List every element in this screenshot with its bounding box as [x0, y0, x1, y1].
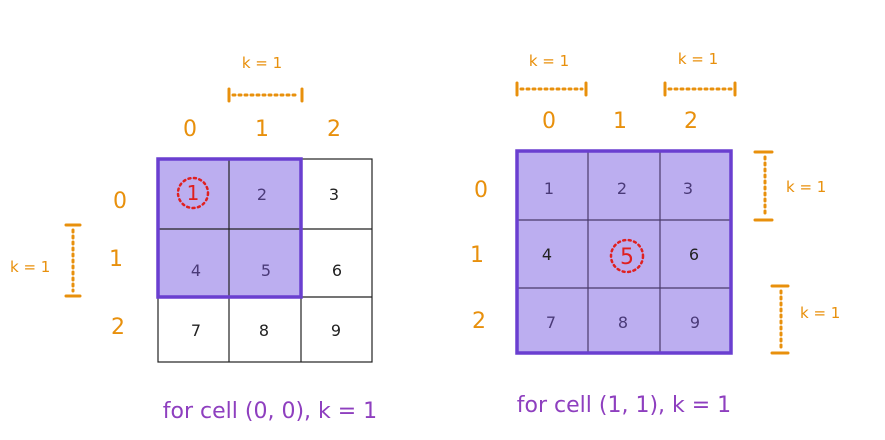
- right-neighborhood-fill: [517, 151, 731, 353]
- left-neighborhood-border: [156, 157, 303, 299]
- left-row-index-0: 0: [113, 189, 127, 214]
- right-center-marker: [609, 238, 645, 274]
- right-cell-2: 2: [617, 179, 627, 198]
- left-cell-2: 2: [257, 185, 267, 204]
- left-col-index-2: 2: [327, 117, 341, 142]
- left-top-k-bracket: [227, 87, 304, 103]
- right-side-upper-k-label: k = 1: [786, 178, 826, 196]
- right-cell-3: 3: [683, 179, 693, 198]
- left-diagram: k = 1 0 1 2 0 1 2 1 2 3 4 5: [10, 54, 377, 424]
- right-side-upper-k-bracket: [753, 150, 774, 222]
- right-col-index-0: 0: [542, 109, 556, 134]
- left-cell-1: 1: [187, 181, 200, 205]
- right-cell-4: 4: [542, 245, 552, 264]
- right-row-index-2: 2: [472, 309, 486, 334]
- left-caption: for cell (0, 0), k = 1: [163, 399, 377, 424]
- left-col-index-1: 1: [255, 117, 269, 142]
- right-cell-5: 5: [620, 245, 634, 270]
- left-side-k-label: k = 1: [10, 258, 50, 276]
- left-cell-5: 5: [261, 261, 271, 280]
- right-top-right-k-bracket: [663, 81, 737, 97]
- left-side-k-bracket: [64, 223, 82, 298]
- right-diagram: k = 1 k = 1 0 1 2 0 1 2: [470, 50, 840, 418]
- right-col-index-1: 1: [613, 109, 627, 134]
- left-cell-9: 9: [331, 321, 341, 340]
- right-cell-8: 8: [618, 313, 628, 332]
- left-top-k-label: k = 1: [242, 54, 282, 72]
- left-cell-3: 3: [329, 185, 339, 204]
- right-row-index-0: 0: [474, 178, 488, 203]
- left-center-marker: [176, 176, 210, 210]
- right-top-left-k-label: k = 1: [529, 52, 569, 70]
- right-neighborhood-border: [515, 149, 733, 355]
- left-cell-7: 7: [191, 321, 201, 340]
- right-cell-1: 1: [544, 179, 554, 198]
- left-cell-6: 6: [332, 261, 342, 280]
- left-row-index-1: 1: [109, 247, 123, 272]
- right-grid-lines: [517, 151, 731, 353]
- right-side-lower-k-label: k = 1: [800, 304, 840, 322]
- left-row-index-2: 2: [111, 315, 125, 340]
- right-col-index-2: 2: [684, 109, 698, 134]
- right-side-lower-k-bracket: [770, 284, 790, 355]
- right-caption: for cell (1, 1), k = 1: [517, 393, 731, 418]
- right-top-left-k-bracket: [515, 81, 588, 97]
- right-cell-9: 9: [690, 313, 700, 332]
- right-cell-7: 7: [546, 313, 556, 332]
- left-col-index-0: 0: [183, 117, 197, 142]
- left-cell-8: 8: [259, 321, 269, 340]
- right-cell-6: 6: [689, 245, 699, 264]
- left-cell-4: 4: [191, 261, 201, 280]
- right-row-index-1: 1: [470, 243, 484, 268]
- right-top-right-k-label: k = 1: [678, 50, 718, 68]
